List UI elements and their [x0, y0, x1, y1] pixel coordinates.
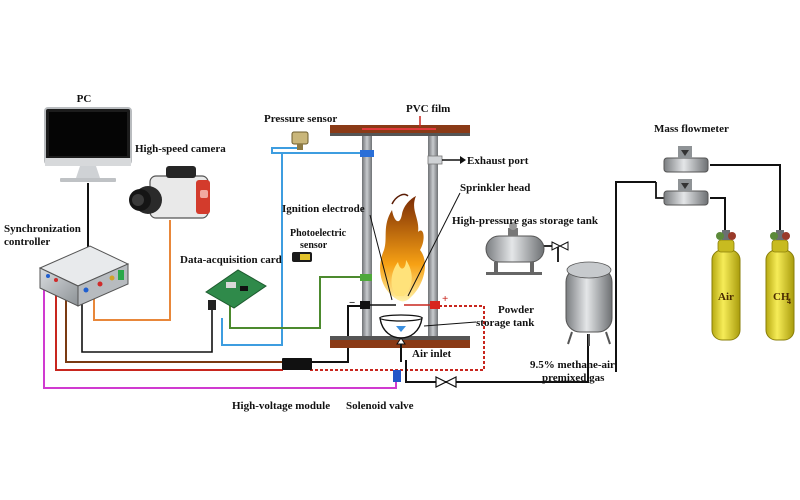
powder-label-line2: storage tank	[476, 317, 535, 329]
pvc-film-label: PVC film	[406, 103, 450, 115]
hv-negative-lead	[310, 305, 362, 363]
premix-gas-line	[405, 334, 589, 383]
pressure-sensor	[291, 131, 309, 150]
photoelectric-signal-wire	[229, 276, 362, 329]
photoelectric-port	[360, 274, 372, 281]
negative-electrode	[360, 301, 370, 309]
pressure-signal-wire	[221, 153, 283, 346]
positive-electrode	[430, 301, 440, 309]
air-cylinder	[711, 230, 741, 341]
air-cylinder-label: Air	[718, 291, 734, 303]
solenoid-label: Solenoid valve	[346, 400, 414, 412]
sync-label-line1: Synchronization	[4, 223, 81, 235]
exhaust-port-label: Exhaust port	[467, 155, 529, 167]
camera-label: High-speed camera	[135, 143, 226, 155]
solenoid-valve	[393, 370, 401, 382]
photoelectric-label-line1: Photoelectric	[290, 228, 347, 239]
photoelectric-label-line2: sensor	[300, 240, 328, 251]
ch4-cylinder	[765, 230, 795, 341]
data-acquisition-card	[205, 269, 267, 310]
sync-label-line2: controller	[4, 236, 50, 248]
high-speed-camera	[129, 166, 210, 219]
daq-label: Data-acquisition card	[180, 254, 282, 266]
ch4-cylinder-label: CH	[773, 291, 790, 303]
pressure-sensor-label: Pressure sensor	[264, 113, 337, 125]
high-voltage-module	[282, 358, 312, 370]
pc-label: PC	[77, 93, 92, 105]
premix-label-line1: 9.5% methane-air	[530, 359, 615, 371]
synchronization-controller	[38, 245, 130, 307]
pc-monitor	[44, 107, 132, 182]
flame	[380, 193, 425, 302]
high-pressure-gas-tank	[485, 222, 545, 275]
hv-module-label: High-voltage module	[232, 400, 330, 412]
ch4-cylinder-subscript: 4	[787, 297, 791, 306]
mass-flowmeter-label: Mass flowmeter	[654, 123, 729, 135]
hp-tank-label: High-pressure gas storage tank	[452, 215, 599, 227]
photoelectric-sensor	[292, 252, 312, 262]
hp-tank-valve	[551, 241, 569, 251]
sprinkler-head-label: Sprinkler head	[460, 182, 530, 194]
plus-sign: +	[442, 293, 448, 305]
air-inlet-label: Air inlet	[412, 348, 452, 360]
ch4-line	[710, 164, 781, 236]
powder-label-line1: Powder	[498, 304, 534, 316]
chamber-right-wall	[428, 136, 438, 336]
premix-label-line2: premixed gas	[542, 372, 605, 384]
pressure-port	[360, 150, 374, 157]
camera-trigger-wire	[93, 220, 171, 321]
powder-storage-tank	[379, 314, 423, 339]
premixed-gas-tank	[565, 261, 613, 346]
pressure-sensor-tube	[271, 147, 368, 154]
gas-line-valve	[435, 376, 457, 388]
exhaust-port	[427, 155, 443, 165]
air-line	[710, 197, 726, 236]
hv-control-wire	[65, 296, 283, 363]
hv-power-wire	[55, 292, 283, 371]
minus-sign: −	[349, 297, 355, 309]
mass-flowmeter-ch4	[663, 146, 709, 173]
flowmeter-outlet-line	[615, 181, 656, 372]
daq-sync-wire	[81, 296, 213, 353]
mass-flowmeter-air	[663, 179, 709, 206]
ignition-electrode-label: Ignition electrode	[282, 203, 365, 215]
chamber-left-wall	[362, 136, 372, 336]
